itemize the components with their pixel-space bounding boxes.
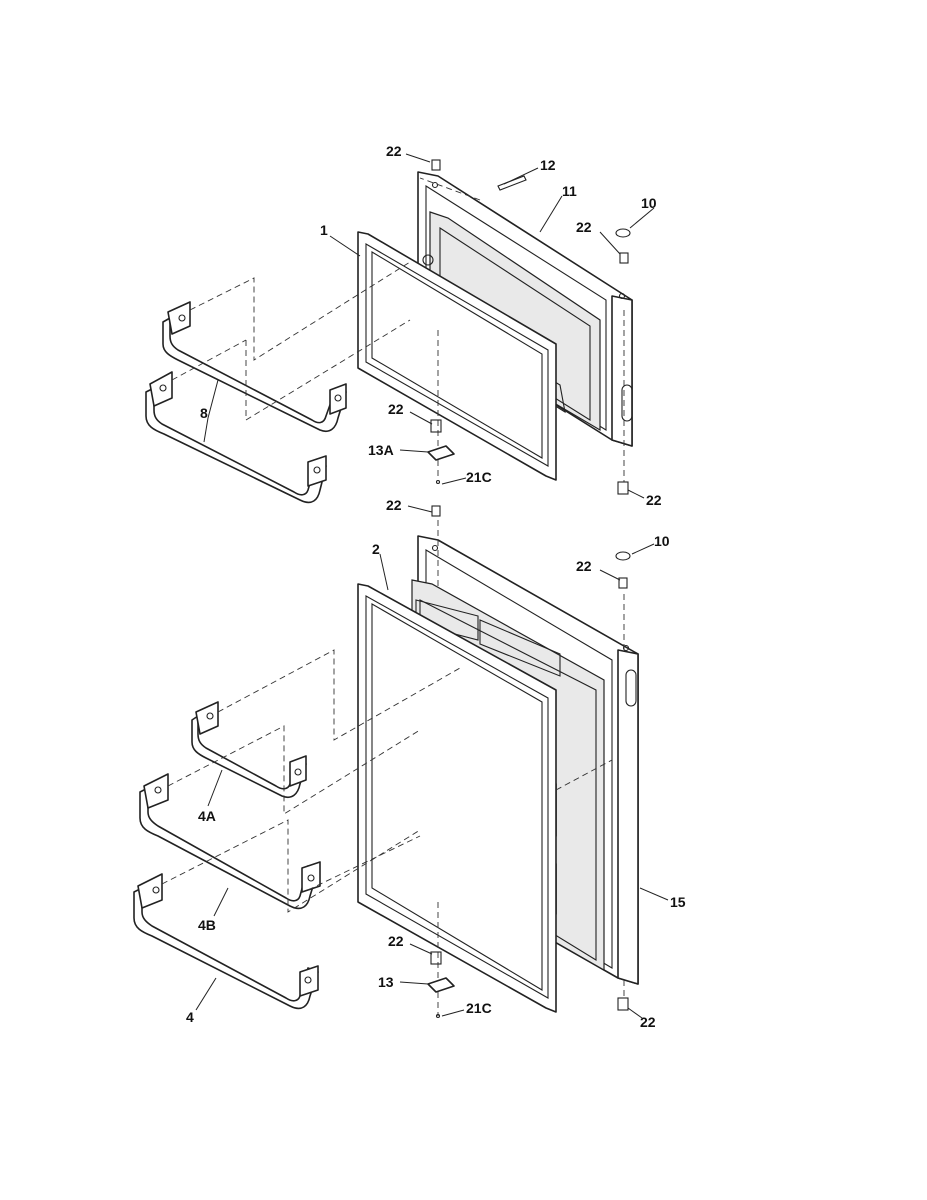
plug-icon xyxy=(615,551,631,561)
screw-icon xyxy=(619,252,629,264)
hinge-pin-icon xyxy=(430,419,442,433)
hinge-bracket-icon xyxy=(427,445,455,461)
callout-22: 22 xyxy=(576,558,592,574)
callout-labels: 22 12 11 10 22 1 8 22 13A 21C 22 22 2 10… xyxy=(186,143,686,1030)
callout-22: 22 xyxy=(576,219,592,235)
callout-22: 22 xyxy=(386,143,402,159)
leader-lines xyxy=(195,153,669,1019)
freezer-door-shelf-lower xyxy=(145,371,327,504)
fresh-door-shelf-4 xyxy=(133,873,319,1010)
plug-icon xyxy=(615,228,631,238)
callout-10: 10 xyxy=(641,195,657,211)
callout-15: 15 xyxy=(670,894,686,910)
callout-2: 2 xyxy=(372,541,380,557)
freezer-door-shelf-upper xyxy=(162,301,347,433)
callout-22: 22 xyxy=(388,401,404,417)
callout-1: 1 xyxy=(320,222,328,238)
screw-icon xyxy=(431,505,441,517)
fresh-food-door-gasket xyxy=(357,583,557,1013)
screw-icon xyxy=(617,481,629,495)
callout-21c: 21C xyxy=(466,469,492,485)
callout-4a: 4A xyxy=(198,808,216,824)
fresh-food-hardware xyxy=(427,505,631,1019)
callout-13: 13 xyxy=(378,974,394,990)
screw-icon xyxy=(618,577,628,589)
screw-icon xyxy=(617,997,629,1011)
callout-4b: 4B xyxy=(198,917,216,933)
callout-22: 22 xyxy=(388,933,404,949)
fresh-food-door-assembly xyxy=(133,505,639,1019)
callout-22: 22 xyxy=(386,497,402,513)
callout-21c: 21C xyxy=(466,1000,492,1016)
fresh-door-shelf-4a xyxy=(191,701,307,799)
freezer-handle-slot xyxy=(621,384,633,422)
callout-8: 8 xyxy=(200,405,208,421)
freezer-hardware xyxy=(427,159,631,495)
screw-icon xyxy=(431,159,441,171)
callout-12: 12 xyxy=(540,157,556,173)
trim-strip-icon xyxy=(497,175,527,191)
freezer-door-gasket xyxy=(357,231,557,481)
fresh-handle-slot xyxy=(625,669,637,707)
hinge-pin-icon xyxy=(430,951,442,965)
fresh-door-shelf-4b xyxy=(139,773,321,910)
callout-22: 22 xyxy=(646,492,662,508)
freezer-door-assembly xyxy=(145,159,633,504)
callout-10: 10 xyxy=(654,533,670,549)
callout-11: 11 xyxy=(562,183,577,199)
callout-4: 4 xyxy=(186,1009,194,1025)
callout-13a: 13A xyxy=(368,442,394,458)
hinge-bracket-icon xyxy=(427,977,455,993)
callout-22: 22 xyxy=(640,1014,656,1030)
